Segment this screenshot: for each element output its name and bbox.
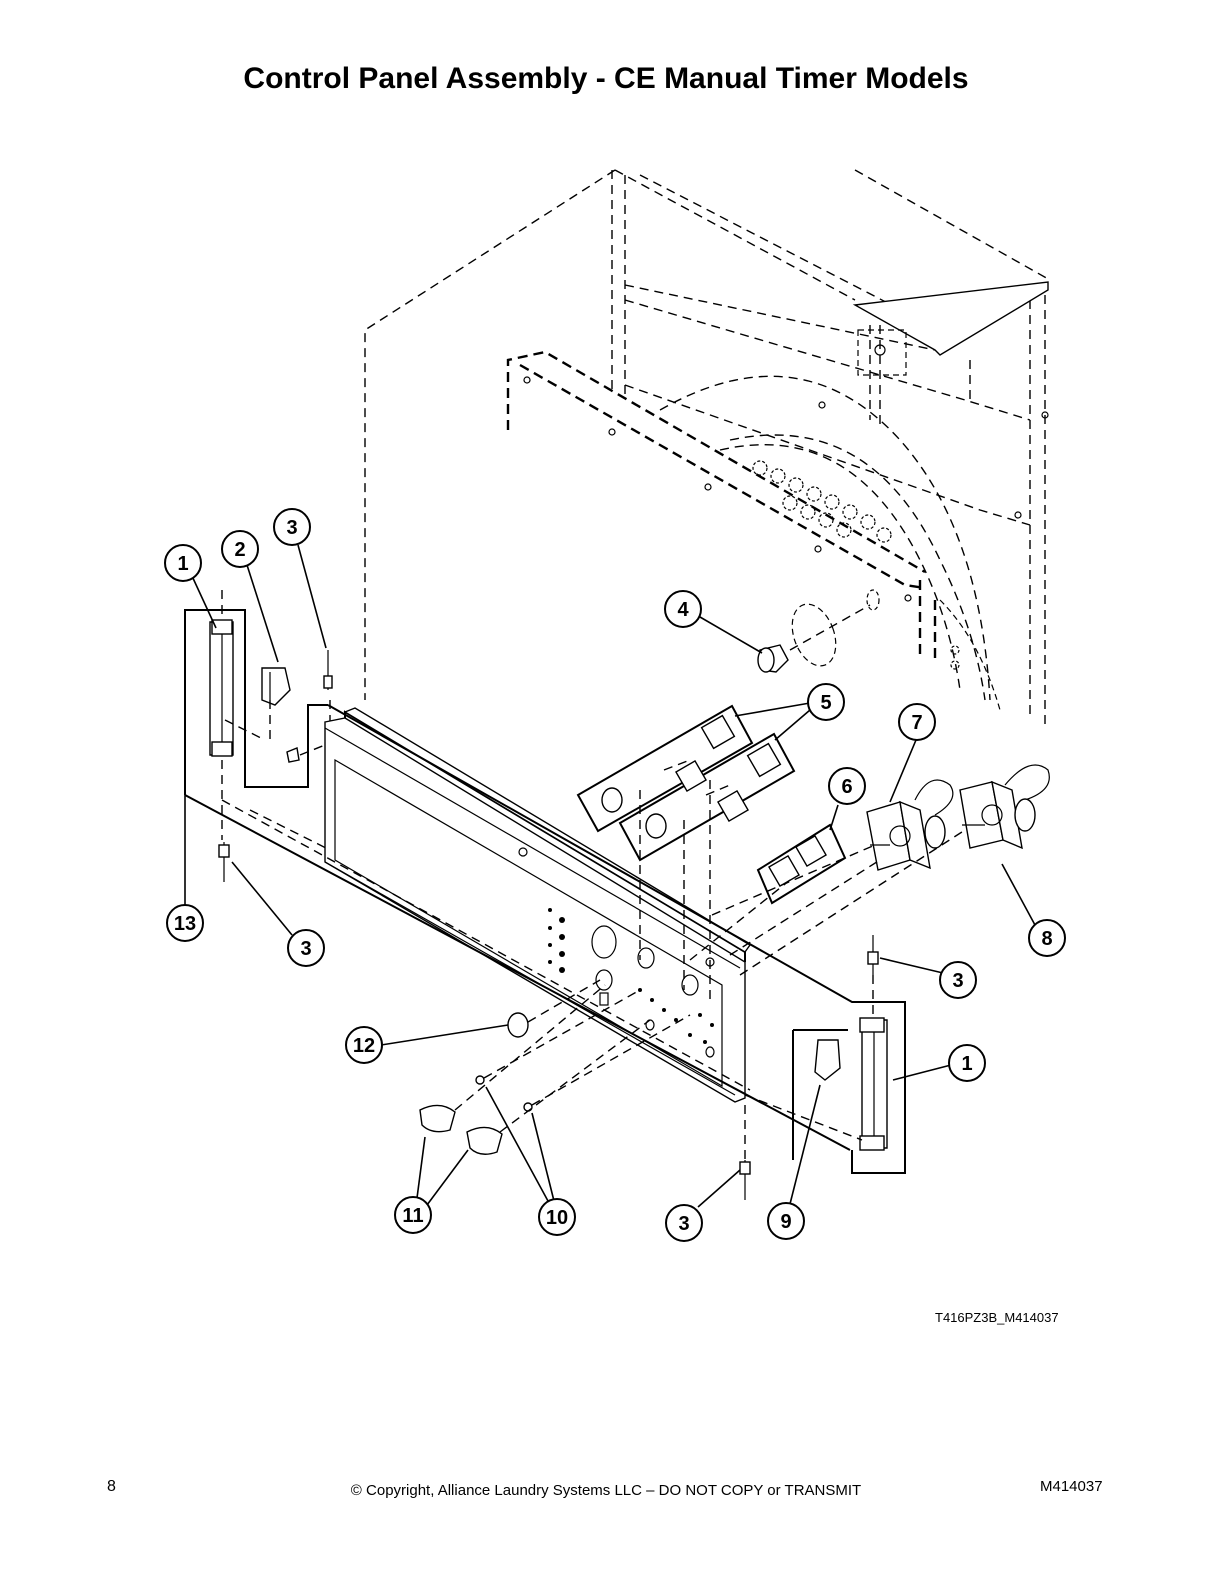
knobs-and-screws xyxy=(419,979,691,1155)
callout-3-top: 3 xyxy=(273,508,311,546)
svg-text:5: 5 xyxy=(820,692,831,714)
callout-1-right: 1 xyxy=(948,1044,986,1082)
svg-text:9: 9 xyxy=(780,1211,791,1233)
svg-text:1: 1 xyxy=(961,1053,972,1075)
svg-text:3: 3 xyxy=(678,1213,689,1235)
svg-text:6: 6 xyxy=(841,776,852,798)
leader-lines xyxy=(184,544,1036,1208)
figure-reference: T416PZ3B_M414037 xyxy=(935,1310,1059,1325)
callout-5: 5 xyxy=(807,683,845,721)
left-bracket-group xyxy=(184,590,333,882)
callout-9: 9 xyxy=(767,1202,805,1240)
svg-text:3: 3 xyxy=(286,517,297,539)
svg-text:11: 11 xyxy=(402,1205,423,1227)
panel-frame-outline xyxy=(184,704,906,1174)
svg-text:10: 10 xyxy=(546,1207,568,1229)
svg-text:3: 3 xyxy=(300,938,311,960)
svg-text:4: 4 xyxy=(677,599,689,621)
callout-12: 12 xyxy=(345,1026,383,1064)
callout-10: 10 xyxy=(538,1198,576,1236)
callout-2: 2 xyxy=(221,530,259,568)
page-number: 8 xyxy=(107,1478,116,1495)
part-4-plug xyxy=(757,589,880,673)
svg-text:1: 1 xyxy=(177,553,188,575)
svg-text:3: 3 xyxy=(952,970,963,992)
cabinet-outline xyxy=(364,169,1051,730)
copyright-notice: © Copyright, Alliance Laundry Systems LL… xyxy=(350,1482,862,1499)
callout-1-top: 1 xyxy=(164,544,202,582)
callout-7: 7 xyxy=(898,703,936,741)
right-bracket-group xyxy=(739,935,888,1200)
svg-text:12: 12 xyxy=(353,1035,375,1057)
callout-3-right: 3 xyxy=(939,961,977,999)
callout-4: 4 xyxy=(664,590,702,628)
page-title: Control Panel Assembly - CE Manual Timer… xyxy=(243,62,969,95)
svg-text:13: 13 xyxy=(174,913,196,935)
callout-3-left: 3 xyxy=(287,929,325,967)
svg-text:8: 8 xyxy=(1041,928,1052,950)
part-6-switch xyxy=(756,823,847,905)
callout-11: 11 xyxy=(394,1196,432,1234)
svg-text:7: 7 xyxy=(911,712,922,734)
callout-3-bottom: 3 xyxy=(665,1204,703,1242)
part-5-switch-groups xyxy=(576,704,796,862)
timer-axis-lines xyxy=(689,829,966,976)
callout-6: 6 xyxy=(828,767,866,805)
callout-8: 8 xyxy=(1028,919,1066,957)
document-number: M414037 xyxy=(1040,1478,1103,1495)
svg-text:2: 2 xyxy=(234,539,245,561)
part-8-timer xyxy=(959,764,1050,850)
part-7-timer xyxy=(866,779,954,871)
callout-13: 13 xyxy=(166,904,204,942)
